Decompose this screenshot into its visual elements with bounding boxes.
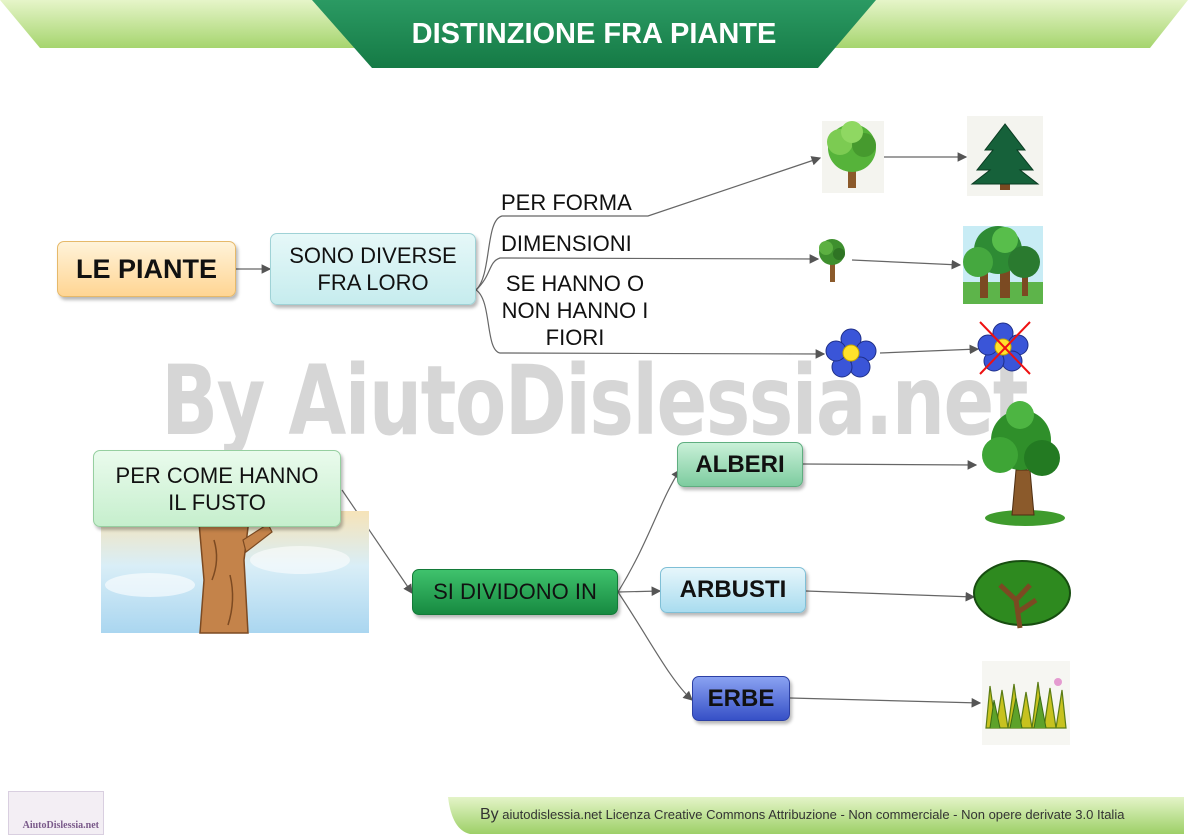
- crossed-flower-icon: [977, 321, 1031, 375]
- footer-license-text: aiutodislessia.net Licenza Creative Comm…: [502, 807, 1125, 822]
- node-per-come: PER COME HANNO IL FUSTO: [93, 450, 341, 527]
- node-alberi-label: ALBERI: [695, 450, 785, 478]
- node-si-dividono-label: SI DIVIDONO IN: [433, 579, 597, 604]
- node-arbusti-label: ARBUSTI: [679, 576, 787, 603]
- branch-label-forma: PER FORMA: [501, 190, 632, 215]
- node-sono-diverse-label: SONO DIVERSE FRA LORO: [289, 243, 457, 295]
- node-le-piante-label: LE PIANTE: [75, 253, 217, 284]
- large-trees-icon: [963, 226, 1043, 304]
- page-title: DISTINZIONE FRA PIANTE: [411, 18, 777, 50]
- arbusti-shrub-icon: [973, 560, 1071, 629]
- node-erbe-label: ERBE: [707, 684, 775, 712]
- branch-label-fiori: SE HANNO O NON HANNO I FIORI: [501, 271, 649, 350]
- site-logo: AiutoDislessia.net: [8, 791, 104, 835]
- logo-text: AiutoDislessia.net: [22, 820, 99, 831]
- erbe-grass-icon: [982, 661, 1070, 745]
- node-sono-diverse: SONO DIVERSE FRA LORO: [270, 233, 476, 305]
- node-arbusti: ARBUSTI: [660, 567, 806, 613]
- branch-label-dimensioni: DIMENSIONI: [501, 231, 632, 256]
- footer-by: By: [480, 806, 499, 823]
- small-tree-icon: [819, 239, 845, 282]
- broadleaf-tree-icon: [822, 121, 884, 193]
- blue-flower-icon: [825, 328, 877, 378]
- node-si-dividono: SI DIVIDONO IN: [412, 569, 618, 615]
- node-le-piante: LE PIANTE: [57, 241, 236, 297]
- alberi-tree-icon: [982, 401, 1065, 526]
- node-erbe: ERBE: [692, 676, 790, 721]
- conifer-tree-icon: [967, 116, 1043, 196]
- node-alberi: ALBERI: [677, 442, 803, 487]
- node-per-come-label: PER COME HANNO IL FUSTO: [115, 462, 319, 515]
- header-banner: [0, 0, 1188, 68]
- license-footer: By aiutodislessia.net Licenza Creative C…: [480, 806, 1124, 824]
